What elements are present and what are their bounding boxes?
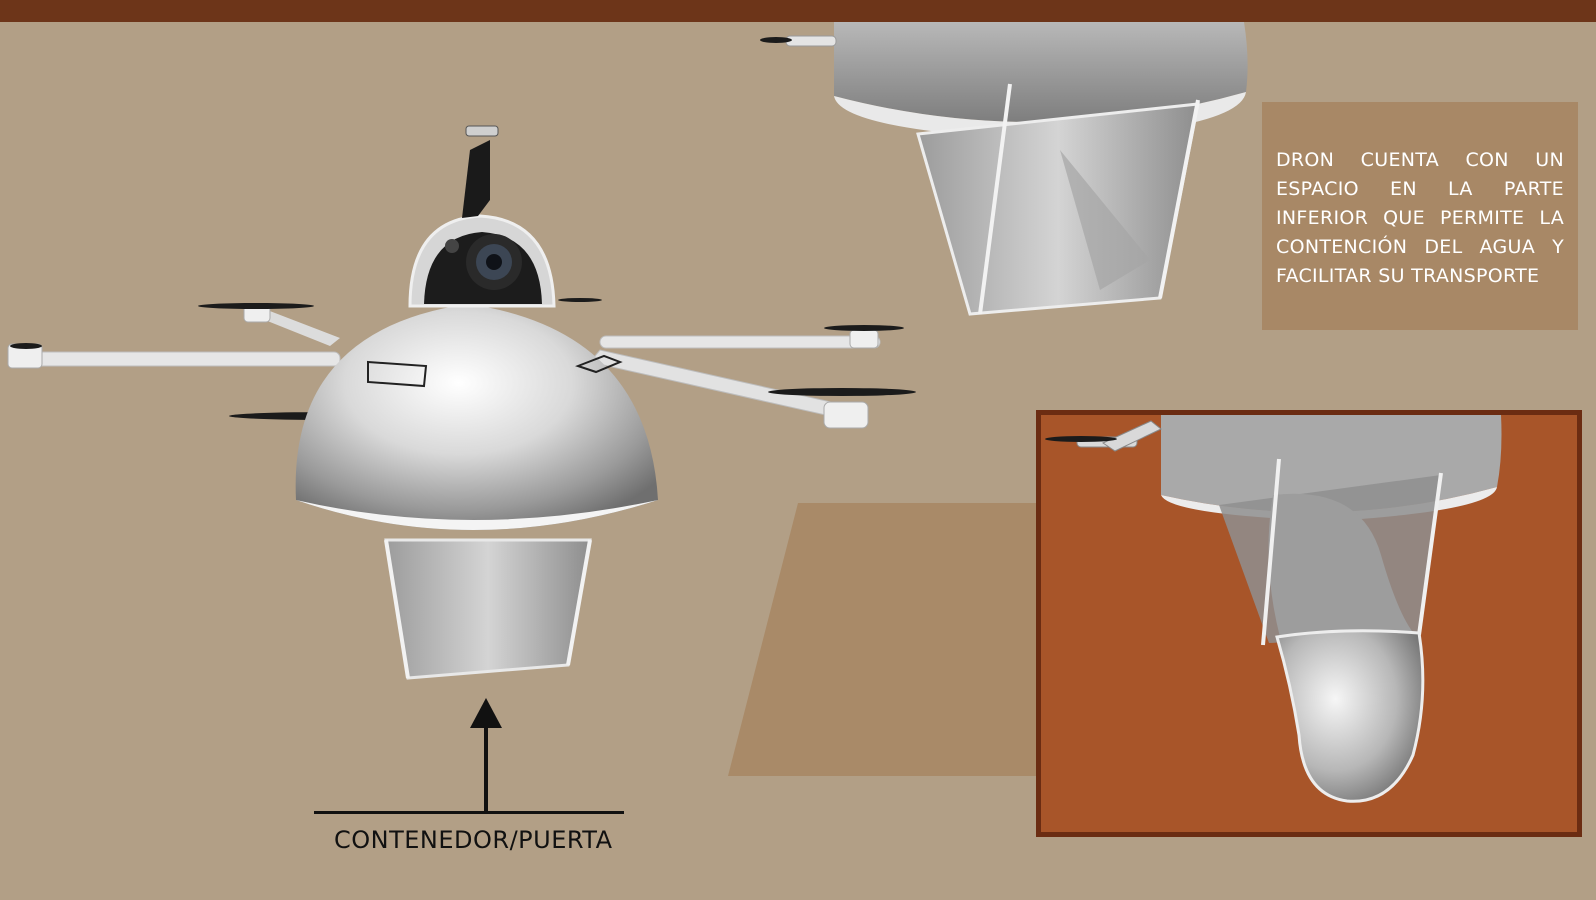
info-box: DRON CUENTA CON UN ESPACIO EN LA PARTE I… (1262, 102, 1578, 330)
top-view-container-render (760, 22, 1248, 316)
top-bar (0, 0, 1596, 22)
callout-line (314, 811, 624, 814)
detail-container-render (1045, 415, 1502, 803)
arrow-up-icon (470, 698, 502, 728)
arrow-shaft (484, 724, 488, 812)
detail-view-frame (1036, 410, 1582, 837)
callout-label: CONTENEDOR/PUERTA (334, 826, 613, 854)
info-text: DRON CUENTA CON UN ESPACIO EN LA PARTE I… (1276, 149, 1564, 287)
main-drone (7, 125, 916, 680)
